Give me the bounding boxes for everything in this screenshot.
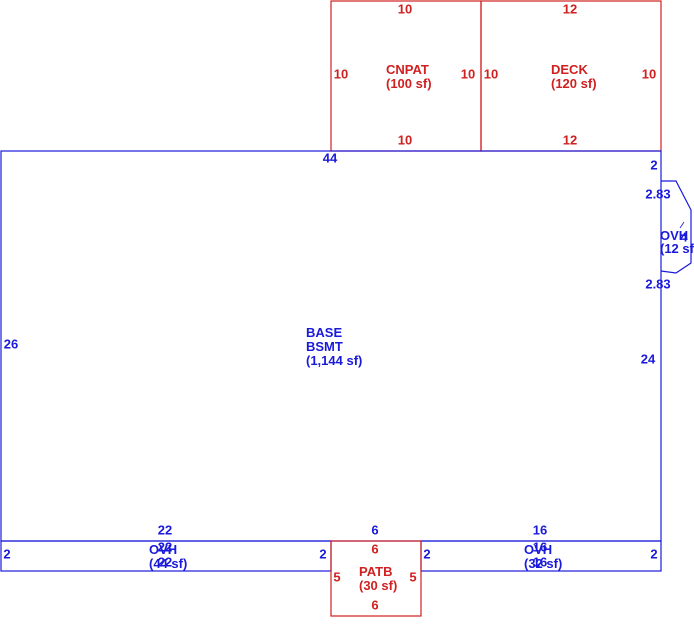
ovh-mid-area: (32 sf) xyxy=(524,556,562,571)
ovh-left-code: OVH xyxy=(149,542,177,557)
dim-base-top: 44 xyxy=(323,150,338,165)
bay-tick-mark xyxy=(679,221,685,229)
dim-cnpat-right: 10 xyxy=(461,66,475,81)
dim-cnpat-left: 10 xyxy=(334,66,348,81)
dim-deck-top: 12 xyxy=(563,1,577,16)
dim-ovh-mid-end: 2 xyxy=(650,546,657,561)
dim-ovh-mid-top: 16 xyxy=(533,539,547,554)
dim-cnpat-bottom: 10 xyxy=(398,132,412,147)
ovh-mid-code: OVH xyxy=(524,542,552,557)
bay-outline xyxy=(660,180,692,274)
dim-ovh-left-top: 22 xyxy=(158,539,172,554)
dim-patb-left: 5 xyxy=(333,569,340,584)
cnpat-area: (100 sf) xyxy=(386,76,432,91)
dim-ovh-mid-bottom: 16 xyxy=(533,554,547,569)
dim-deck-bottom: 12 xyxy=(563,132,577,147)
patb-code: PATB xyxy=(359,564,392,579)
base-code: BASE xyxy=(306,325,342,340)
deck-code: DECK xyxy=(551,62,588,77)
dim-base-bottom-left: 22 xyxy=(158,522,172,537)
dim-deck-left: 10 xyxy=(484,66,498,81)
ovh-right-area: (12 sf) xyxy=(660,241,694,256)
dim-base-bottom-mid: 6 xyxy=(371,522,378,537)
dim-ovh-left-bottom: 22 xyxy=(158,554,172,569)
patb-area: (30 sf) xyxy=(359,578,397,593)
dim-cnpat-top: 10 xyxy=(398,1,412,16)
dim-bay-upper: 2.83 xyxy=(645,186,670,201)
patb-outline xyxy=(330,540,422,617)
dim-base-left: 26 xyxy=(4,336,18,351)
base-area: (1,144 sf) xyxy=(306,353,362,368)
dim-ovh-left-end: 2 xyxy=(3,546,10,561)
dim-base-right-top: 2 xyxy=(650,157,657,172)
dim-ovh-left-inner: 2 xyxy=(319,546,326,561)
dim-bay-lower: 2.83 xyxy=(645,276,670,291)
dim-ovh-mid-inner: 2 xyxy=(423,546,430,561)
dim-bay-front: 4 xyxy=(680,229,688,244)
base-sub: BSMT xyxy=(306,339,343,354)
dim-patb-right: 5 xyxy=(409,569,416,584)
dim-deck-right: 10 xyxy=(642,66,656,81)
dim-patb-top: 6 xyxy=(371,541,378,556)
dim-patb-bottom: 6 xyxy=(371,597,378,612)
dim-base-right: 24 xyxy=(641,351,656,366)
dim-base-bottom-right: 16 xyxy=(533,522,547,537)
cnpat-code: CNPAT xyxy=(386,62,429,77)
ovh-left-area: (44 sf) xyxy=(149,556,187,571)
deck-area: (120 sf) xyxy=(551,76,597,91)
ovh-right-code: OVH xyxy=(660,228,688,243)
